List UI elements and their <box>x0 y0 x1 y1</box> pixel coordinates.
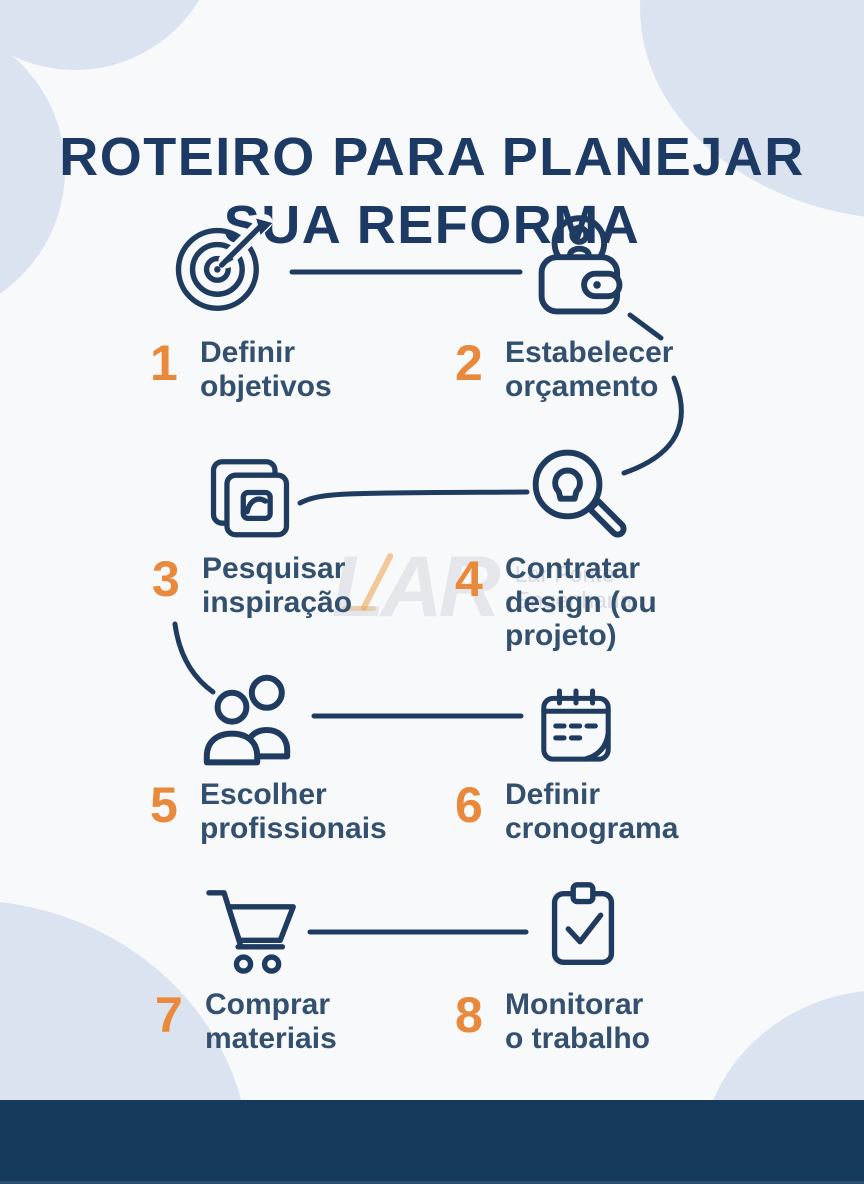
step-5: 5 Escolher profissionais <box>150 778 387 845</box>
calendar-icon <box>530 680 622 772</box>
step-6: 6 Definir cronograma <box>455 778 678 845</box>
watermark-logo-accent-2 <box>342 606 376 611</box>
step-3: 3 Pesquisar inspiração <box>152 552 352 619</box>
step-8: 8 Monitorar o trabalho <box>455 988 650 1055</box>
step-7: 7 Comprar materiais <box>155 988 337 1055</box>
clipboard-check-icon <box>534 878 632 976</box>
step-1-number: 1 <box>150 335 178 391</box>
target-arrow-icon <box>172 210 280 318</box>
footer-bottom-line <box>0 1181 864 1184</box>
poster-title: ROTEIRO PARA PLANEJAR SUA REFORMA <box>59 127 805 255</box>
watermark-logo: LAR <box>332 539 501 635</box>
step-3-label: Pesquisar inspiração <box>202 552 353 619</box>
step-2-number: 2 <box>455 335 483 391</box>
step-3-number: 3 <box>152 551 180 607</box>
step-2-label: Estabelecer orçamento <box>505 336 674 403</box>
step-5-number: 5 <box>150 777 178 833</box>
step-6-label: Definir cronograma <box>505 778 679 845</box>
step-2: 2 Estabelecer orçamento <box>455 336 673 403</box>
watermark-company-name: Lar Ponte Engenharia <box>514 560 633 613</box>
step-5-label: Escolher profissionais <box>200 778 387 845</box>
footer-bar <box>0 1100 864 1184</box>
watermark: LAR Lar Ponte Engenharia <box>332 544 632 630</box>
wallet-lock-icon <box>518 210 636 328</box>
gallery-icon <box>202 456 298 552</box>
step-1-label: Definir objetivos <box>200 336 332 403</box>
step-8-number: 8 <box>455 987 483 1043</box>
step-4-label: Contratar design (ou projeto) <box>505 552 657 653</box>
step-8-label: Monitorar o trabalho <box>505 988 651 1055</box>
cart-icon <box>196 882 304 990</box>
step-6-number: 6 <box>455 777 483 833</box>
step-1: 1 Definir objetivos <box>150 336 332 403</box>
step-4-number: 4 <box>455 551 483 607</box>
step-7-label: Comprar materiais <box>205 988 337 1055</box>
magnifier-idea-icon <box>518 442 636 560</box>
people-icon <box>190 664 310 784</box>
step-4: 4 Contratar design (ou projeto) <box>455 552 657 653</box>
step-7-number: 7 <box>155 987 183 1043</box>
